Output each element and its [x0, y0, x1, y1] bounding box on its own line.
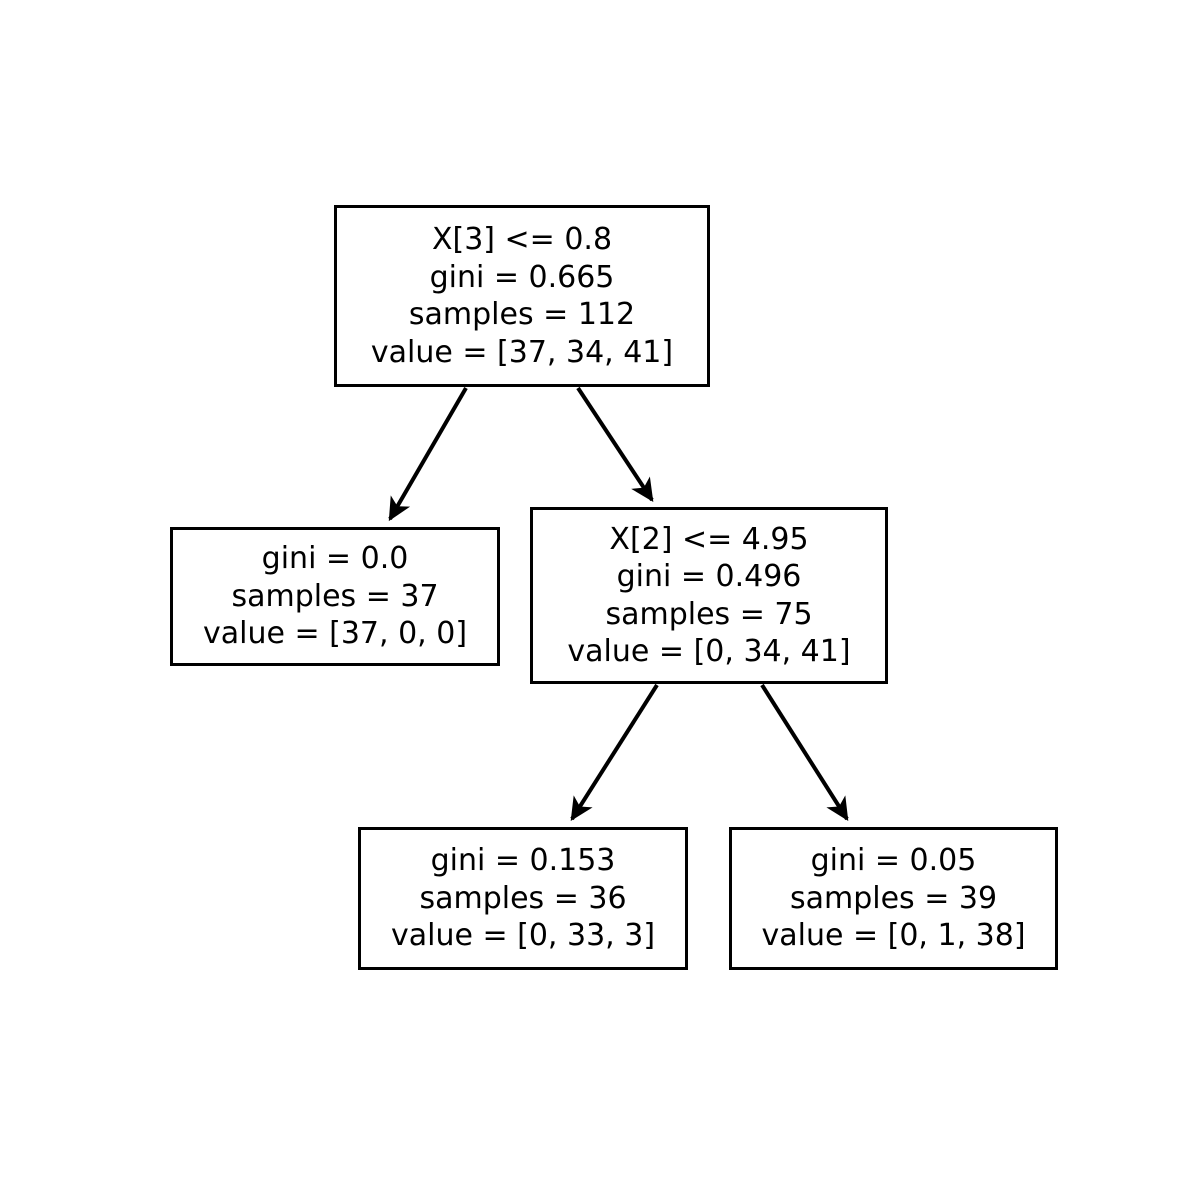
- node-leaf-left-samples: samples = 37: [231, 578, 439, 614]
- node-leaf-right-left-gini: gini = 0.153: [430, 843, 616, 879]
- edge-right-left: [570, 683, 659, 822]
- node-right-gini: gini = 0.496: [616, 559, 802, 594]
- node-right-samples: samples = 75: [605, 596, 813, 632]
- node-leaf-right-right-gini: gini = 0.05: [810, 843, 977, 879]
- tree-node-root[interactable]: X[3] <= 0.8 gini = 0.665 samples = 112 v…: [334, 205, 710, 387]
- node-leaf-left-gini: gini = 0.0: [261, 541, 409, 577]
- node-root-samples: samples = 112: [408, 297, 636, 332]
- node-leaf-left-value: value = [37, 0, 0]: [202, 616, 468, 652]
- tree-node-right-split[interactable]: X[2] <= 4.95 gini = 0.496 samples = 75 v…: [530, 507, 888, 684]
- node-right-condition: X[2] <= 4.95: [609, 521, 809, 557]
- node-leaf-right-right-samples: samples = 39: [789, 880, 998, 916]
- edge-root-left: [388, 386, 468, 522]
- edge-right-right: [760, 683, 849, 822]
- node-leaf-right-right-value: value = [0, 1, 38]: [761, 918, 1026, 954]
- node-right-value: value = [0, 34, 41]: [567, 634, 851, 669]
- node-root-value: value = [37, 34, 41]: [370, 334, 674, 370]
- node-leaf-right-left-value: value = [0, 33, 3]: [390, 918, 656, 954]
- tree-node-leaf-right-left[interactable]: gini = 0.153 samples = 36 value = [0, 33…: [358, 827, 688, 970]
- tree-node-leaf-right-right[interactable]: gini = 0.05 samples = 39 value = [0, 1, …: [729, 827, 1058, 970]
- node-leaf-right-left-samples: samples = 36: [419, 880, 627, 916]
- tree-node-leaf-left[interactable]: gini = 0.0 samples = 37 value = [37, 0, …: [170, 527, 500, 666]
- node-root-gini: gini = 0.665: [429, 259, 615, 295]
- edge-root-right: [576, 386, 654, 503]
- node-root-condition: X[3] <= 0.8: [431, 222, 613, 257]
